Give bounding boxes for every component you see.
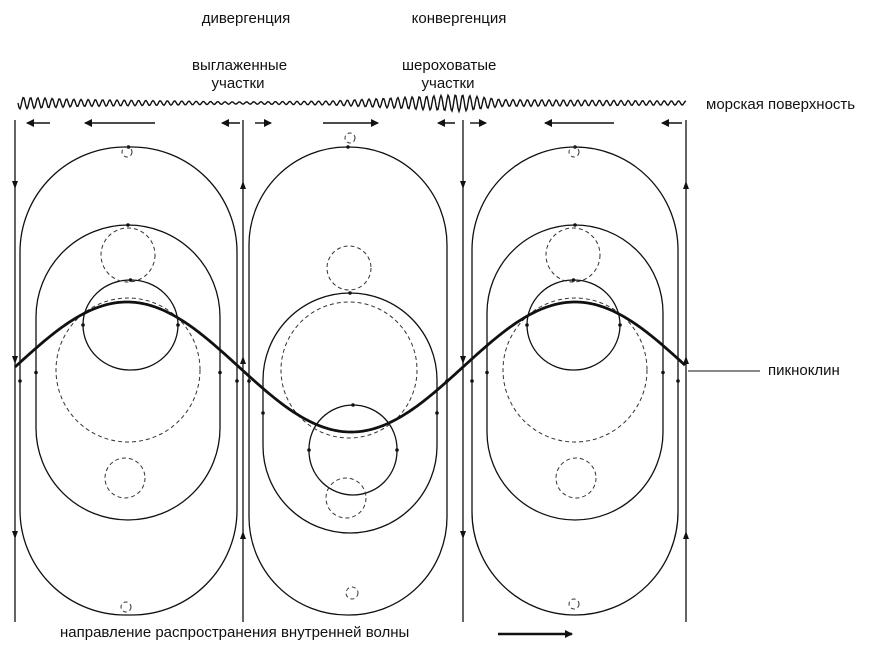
flow-dot <box>81 323 85 327</box>
flow-arrowhead <box>12 531 18 539</box>
orbital-circle <box>105 458 145 498</box>
orbital-circle <box>345 133 355 143</box>
orbital-circle <box>121 602 131 612</box>
pycnocline-line <box>15 302 685 432</box>
flow-dot <box>676 379 680 383</box>
streamline-loop-middle <box>36 225 220 520</box>
flow-dot <box>247 379 251 383</box>
streamline-loop-middle <box>487 225 663 520</box>
flow-dot <box>572 278 576 282</box>
streamline-loop-inner <box>309 405 397 495</box>
streamline-loop-outer <box>20 147 237 615</box>
orbital-circles <box>56 133 647 612</box>
flow-arrowhead <box>683 181 689 189</box>
flow-dot <box>235 379 239 383</box>
orbital-circle <box>569 147 579 157</box>
flow-arrowhead <box>240 531 246 539</box>
flow-arrowhead <box>240 181 246 189</box>
flow-dot <box>176 323 180 327</box>
orbital-circle <box>326 478 366 518</box>
flow-dot <box>18 379 22 383</box>
flow-dot <box>218 371 222 375</box>
flow-dot <box>435 411 439 415</box>
orbital-circle <box>327 246 371 290</box>
sea-surface-roughness-line <box>18 95 686 111</box>
flow-arrowhead <box>460 531 466 539</box>
flow-dot <box>470 379 474 383</box>
streamline-loop-outer <box>249 147 447 615</box>
streamline-loop-inner <box>83 280 178 370</box>
flow-dot <box>34 371 38 375</box>
orbital-circle <box>556 458 596 498</box>
orbital-circle <box>546 228 600 282</box>
streamline-loop-outer <box>472 147 678 615</box>
flow-dot <box>618 323 622 327</box>
flow-arrowhead <box>12 356 18 364</box>
flow-arrowhead <box>240 356 246 364</box>
leader-lines <box>498 371 760 634</box>
streamline-loop-inner <box>527 280 620 370</box>
flow-arrowhead <box>460 356 466 364</box>
pycnocline-curve <box>15 302 685 432</box>
flow-dot <box>395 448 399 452</box>
flow-dot <box>525 323 529 327</box>
streamline-loop-middle <box>263 293 437 533</box>
streamlines <box>12 120 689 622</box>
flow-dot <box>126 223 130 227</box>
flow-arrowhead <box>683 531 689 539</box>
orbital-circle <box>122 147 132 157</box>
flow-dot <box>661 371 665 375</box>
flow-dot <box>346 145 350 149</box>
flow-arrowhead <box>460 181 466 189</box>
orbital-circle <box>101 228 155 282</box>
sea-surface-line <box>18 95 686 111</box>
flow-dot <box>573 223 577 227</box>
flow-arrowhead <box>12 181 18 189</box>
flow-dot <box>348 291 352 295</box>
flow-dot <box>485 371 489 375</box>
orbital-circle <box>569 599 579 609</box>
flow-dot <box>307 448 311 452</box>
flow-dot <box>351 403 355 407</box>
flow-dot <box>261 411 265 415</box>
orbital-circle <box>346 587 358 599</box>
